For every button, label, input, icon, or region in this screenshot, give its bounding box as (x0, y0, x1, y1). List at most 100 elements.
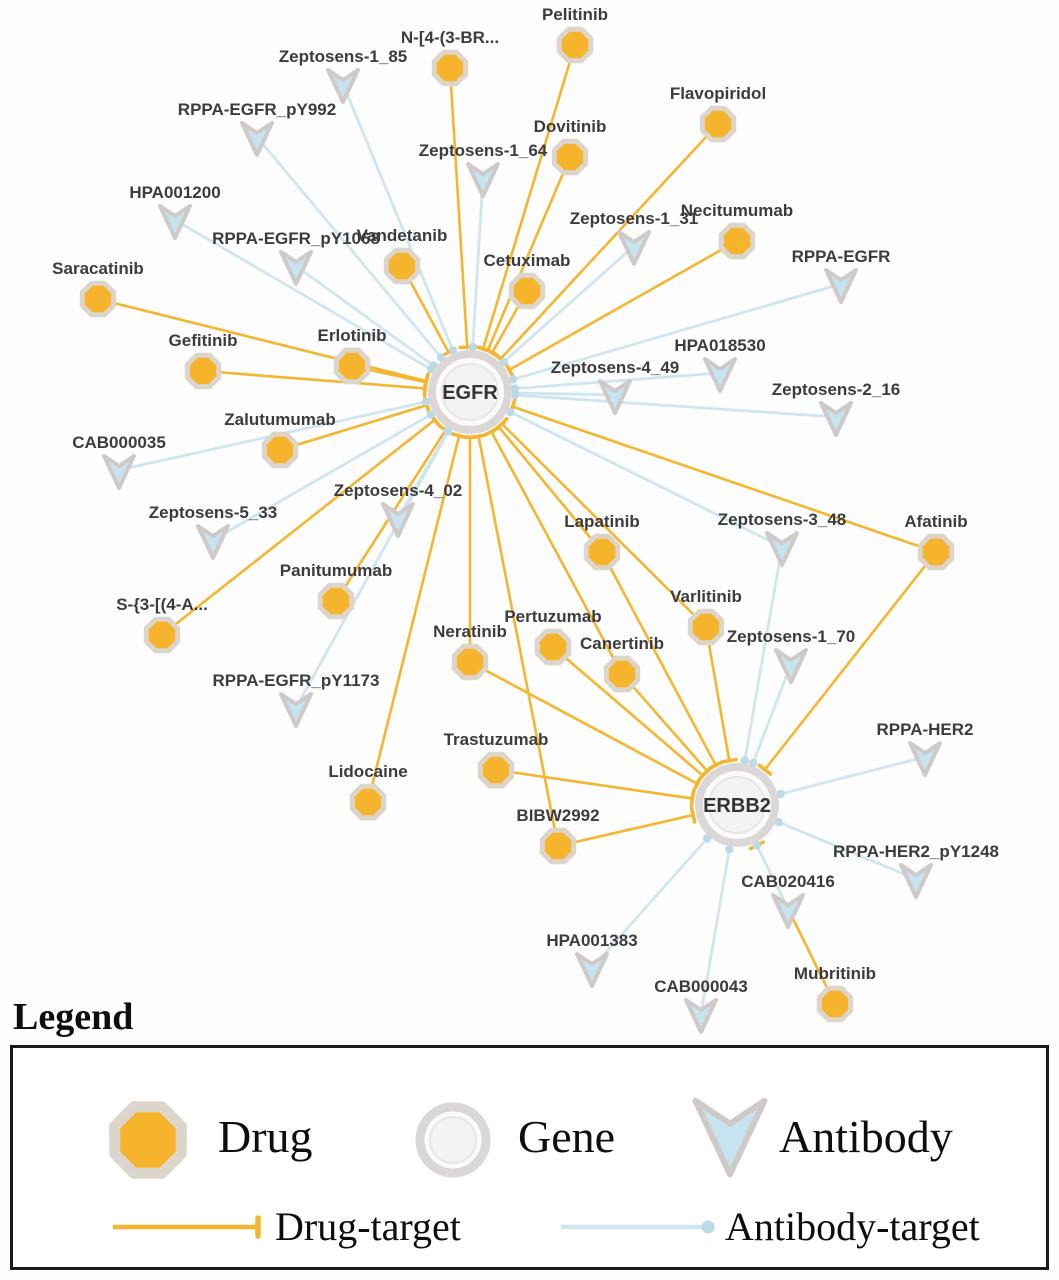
antibody-target-dot-marker (429, 361, 438, 370)
antibody-node-label: CAB020416 (741, 872, 835, 891)
gene-node-inner (441, 363, 499, 421)
drug-node (383, 247, 421, 285)
drug-node (687, 608, 725, 646)
drug-node (349, 783, 387, 821)
drug-target-edge (481, 44, 577, 350)
antibody-target-edge (174, 218, 432, 371)
antibody-node-label: HPA018530 (674, 336, 765, 355)
drug-node (603, 655, 641, 693)
antibody-node-label: RPPA-HER2_pY1248 (833, 842, 999, 861)
drug-node (551, 138, 589, 176)
antibody-node (824, 268, 858, 304)
drug-node (79, 280, 117, 318)
legend-antibody-label: Antibody (779, 1111, 953, 1162)
drug-node (451, 643, 489, 681)
antibody-node (279, 250, 313, 286)
drug-target-tee-marker (484, 347, 501, 359)
drug-node-label: Panitumumab (280, 561, 392, 580)
drug-node-label: BIBW2992 (516, 806, 599, 825)
drug-target-edge (557, 813, 694, 848)
nodes-layer (79, 26, 955, 1034)
antibody-icon (692, 1097, 768, 1178)
drug-target-tee-marker (757, 763, 773, 776)
drug-target-edge (486, 156, 572, 352)
drug-target-tee-marker (689, 789, 696, 808)
antibody-target-edge (502, 244, 635, 364)
antibody-node (771, 893, 805, 929)
antibody-node (598, 379, 632, 415)
antibody-target-edge (471, 177, 485, 348)
drug-target-edge (621, 673, 709, 773)
drug-target-tee-marker (450, 432, 468, 440)
drug-node-label: Flavopiridol (670, 84, 766, 103)
antibody-node (102, 454, 136, 490)
drug-node-label: Neratinib (433, 622, 507, 641)
antibody-node (240, 121, 274, 157)
antibody-target-dot-marker (444, 427, 453, 436)
drug-target-tee-marker (696, 768, 710, 783)
drug-node-label: Vandetanib (357, 226, 448, 245)
antibody-node-label: Zeptosens-1_85 (279, 47, 408, 66)
drug-target-edge (279, 403, 428, 452)
legend-box: Drug Gene Antibody Drug-target Antibody-… (10, 1045, 1049, 1270)
antibody-target-edge (514, 393, 837, 419)
drug-target-edge (512, 405, 937, 554)
drug-target-edge (500, 422, 707, 628)
antibody-node (617, 230, 651, 266)
antibody-node (196, 524, 230, 560)
legend-antibody-target-label: Antibody-target (725, 1204, 980, 1249)
drug-node (816, 985, 854, 1023)
legend-drug-target-label: Drug-target (275, 1204, 461, 1249)
antibody-node-label: CAB000035 (72, 433, 166, 452)
antibody-target-edge (341, 83, 455, 351)
drug-node (699, 105, 737, 143)
antibody-target-dot-marker (448, 346, 458, 355)
antibody-target-edge (294, 430, 450, 709)
antibody-target-dot-marker (725, 845, 734, 854)
antibody-node-label: RPPA-EGFR (792, 247, 891, 266)
drug-node-label: Dovitinib (534, 117, 607, 136)
drug-node-label: Canertinib (580, 634, 664, 653)
antibody-node (819, 401, 853, 437)
antibody-target-dot-marker (436, 353, 446, 362)
antibody-node (381, 502, 415, 538)
drug-node (583, 533, 621, 571)
drug-target-tee-marker (422, 373, 430, 391)
antibody-target-dot-marker (509, 375, 518, 384)
antibody-node-label: Zeptosens-4_02 (334, 481, 463, 500)
drug-target-edge (600, 551, 717, 766)
antibody-target-edge (590, 837, 709, 969)
antibody-target-dot-marker (421, 397, 431, 406)
antibody-node-label: Zeptosens-1_31 (570, 209, 699, 228)
drug-node-label: Zalutumumab (224, 410, 335, 429)
drug-target-tee-marker (720, 757, 738, 764)
antibody-node (279, 692, 313, 728)
legend-drug-label: Drug (218, 1111, 313, 1162)
antibody-target-edge (743, 546, 784, 761)
drug-node (477, 751, 515, 789)
antibody-node (899, 863, 933, 899)
drug-target-tee-marker (689, 806, 697, 824)
drug-node-label: Pertuzumab (504, 607, 601, 626)
drug-target-edge (490, 430, 624, 675)
antibody-target-edge (780, 755, 926, 796)
antibody-node-label: RPPA-HER2 (877, 720, 974, 739)
drug-node-label: Lapatinib (564, 512, 640, 531)
drug-target-edge (366, 435, 461, 803)
drug-node-label: Erlotinib (318, 326, 387, 345)
drug-node (534, 628, 572, 666)
antibody-target-dot-marker (468, 342, 477, 352)
drug-node-label: Saracatinib (52, 259, 144, 278)
drug-node (917, 533, 955, 571)
antibody-node (326, 68, 360, 104)
antibody-node (703, 357, 737, 393)
drug-target-edge (704, 626, 731, 761)
drug-node-label: Mubritinib (794, 964, 876, 983)
drug-node (184, 352, 222, 390)
antibody-target-dot-marker (426, 410, 436, 419)
legend-icons (109, 1097, 768, 1239)
antibody-target-edge (212, 413, 432, 542)
drug-node-label: Pelitinib (542, 5, 608, 24)
antibody-target-dot-marker (776, 789, 785, 799)
